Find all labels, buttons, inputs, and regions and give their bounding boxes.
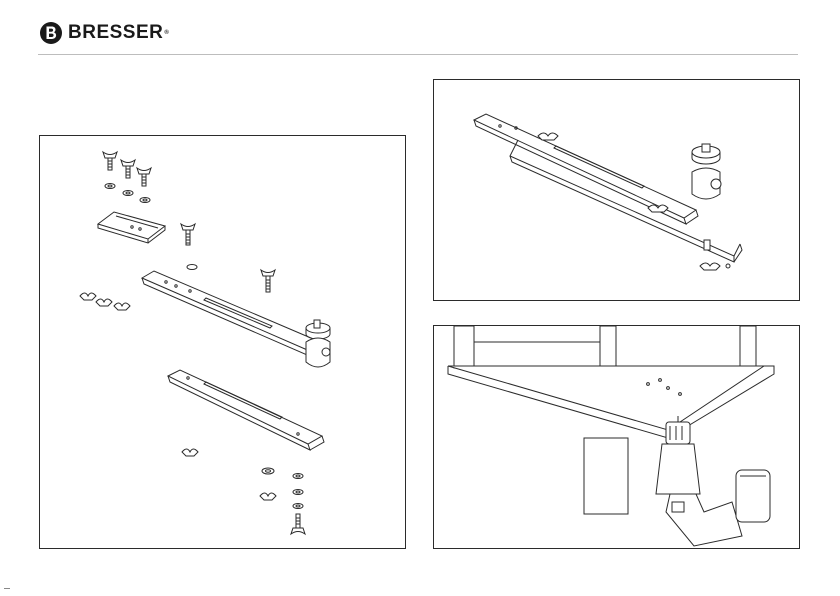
wing-nut-set: [80, 293, 130, 310]
wing-nut-top: [538, 133, 558, 140]
page-marker: [4, 588, 10, 589]
ball-head-mounted: [692, 144, 721, 199]
assembled-rail-illustration: [434, 80, 799, 300]
wing-nut: [182, 449, 198, 456]
registered-mark: ®: [164, 30, 169, 36]
parts-illustration: [40, 136, 405, 548]
bresser-logo-icon: [39, 21, 63, 45]
short-slotted-rail: [168, 370, 324, 450]
ball-head: [306, 320, 330, 367]
wing-screw-set: [103, 152, 151, 186]
power-drill-icon: [656, 416, 770, 546]
wing-screw: [181, 224, 195, 245]
dovetail-rail: [98, 212, 165, 243]
bottom-hardware: [260, 468, 305, 534]
long-slotted-rail: [142, 271, 327, 358]
table-drill-illustration: [434, 326, 799, 548]
parts-overview-panel: [39, 135, 406, 549]
wing-screw-long: [261, 270, 275, 292]
page-header: BRESSER ®: [0, 0, 840, 56]
table-drilling-panel: [433, 325, 800, 549]
header-rule: [38, 54, 798, 55]
brand-name: BRESSER: [68, 22, 163, 44]
washer: [187, 265, 197, 270]
assembled-rail-panel: [433, 79, 800, 301]
brand-logo: BRESSER ®: [39, 20, 169, 46]
wing-nut-bottom: [700, 263, 720, 270]
